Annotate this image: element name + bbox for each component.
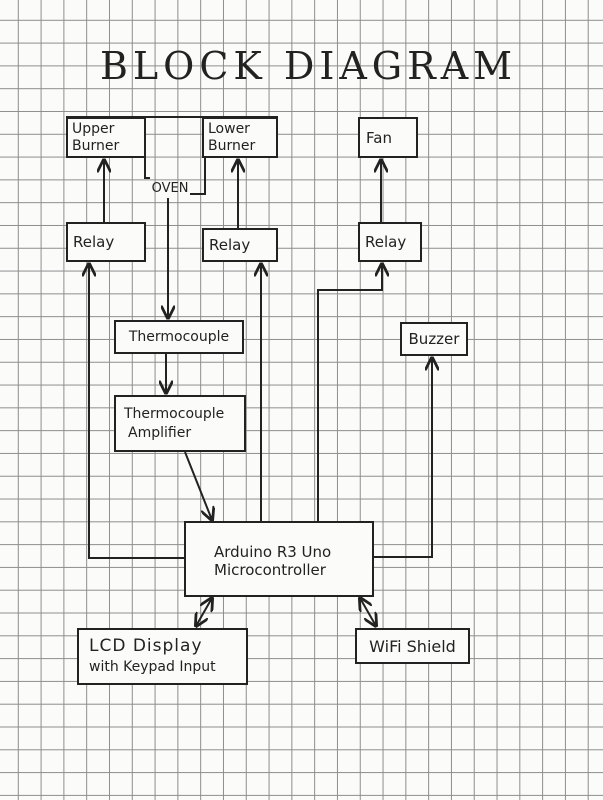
wire-arduino-buzzer: [374, 358, 432, 558]
fan-block: Fan: [358, 117, 418, 158]
amplifier-label-line2: Amplifier: [128, 425, 192, 441]
upper-burner-label-line1: Upper: [72, 121, 115, 137]
lower-burner-label-line2: Burner: [208, 138, 256, 154]
wire-arduino-relay1: [89, 264, 186, 559]
thermocouple-block: Thermocouple: [114, 320, 244, 354]
buzzer-block: Buzzer: [400, 322, 468, 356]
lcd-label-line1: LCD Display: [89, 636, 203, 656]
wifi-shield-block: WiFi Shield: [355, 628, 470, 664]
relay-block-upper: Relay: [66, 222, 146, 262]
lcd-label-line2: with Keypad Input: [89, 659, 216, 675]
wire-arduino-wifi: [360, 598, 376, 626]
wire-amplifier-arduino: [184, 451, 212, 520]
thermocouple-amplifier-block: Thermocouple Amplifier: [114, 395, 246, 452]
oven-inner-right: [190, 157, 206, 195]
relay-block-lower: Relay: [202, 228, 278, 262]
oven-inner-left: [144, 157, 150, 179]
arduino-label-line2: Microcontroller: [214, 561, 326, 579]
wire-arduino-lcd: [196, 598, 212, 626]
upper-burner-block: Upper Burner: [66, 117, 146, 158]
arduino-microcontroller-block: Arduino R3 Uno Microcontroller: [184, 521, 374, 597]
diagram-title: BLOCK DIAGRAM: [100, 44, 518, 88]
lower-burner-block: Lower Burner: [202, 117, 278, 158]
arduino-label-line1: Arduino R3 Uno: [214, 543, 332, 561]
oven-label: OVEN: [151, 180, 189, 196]
upper-burner-label-line2: Burner: [72, 138, 120, 154]
amplifier-label-line1: Thermocouple: [124, 406, 225, 422]
wire-arduino-relay3: [317, 264, 382, 521]
lower-burner-label-line1: Lower: [208, 121, 250, 137]
lcd-display-block: LCD Display with Keypad Input: [77, 628, 248, 685]
relay-block-fan: Relay: [358, 222, 422, 262]
